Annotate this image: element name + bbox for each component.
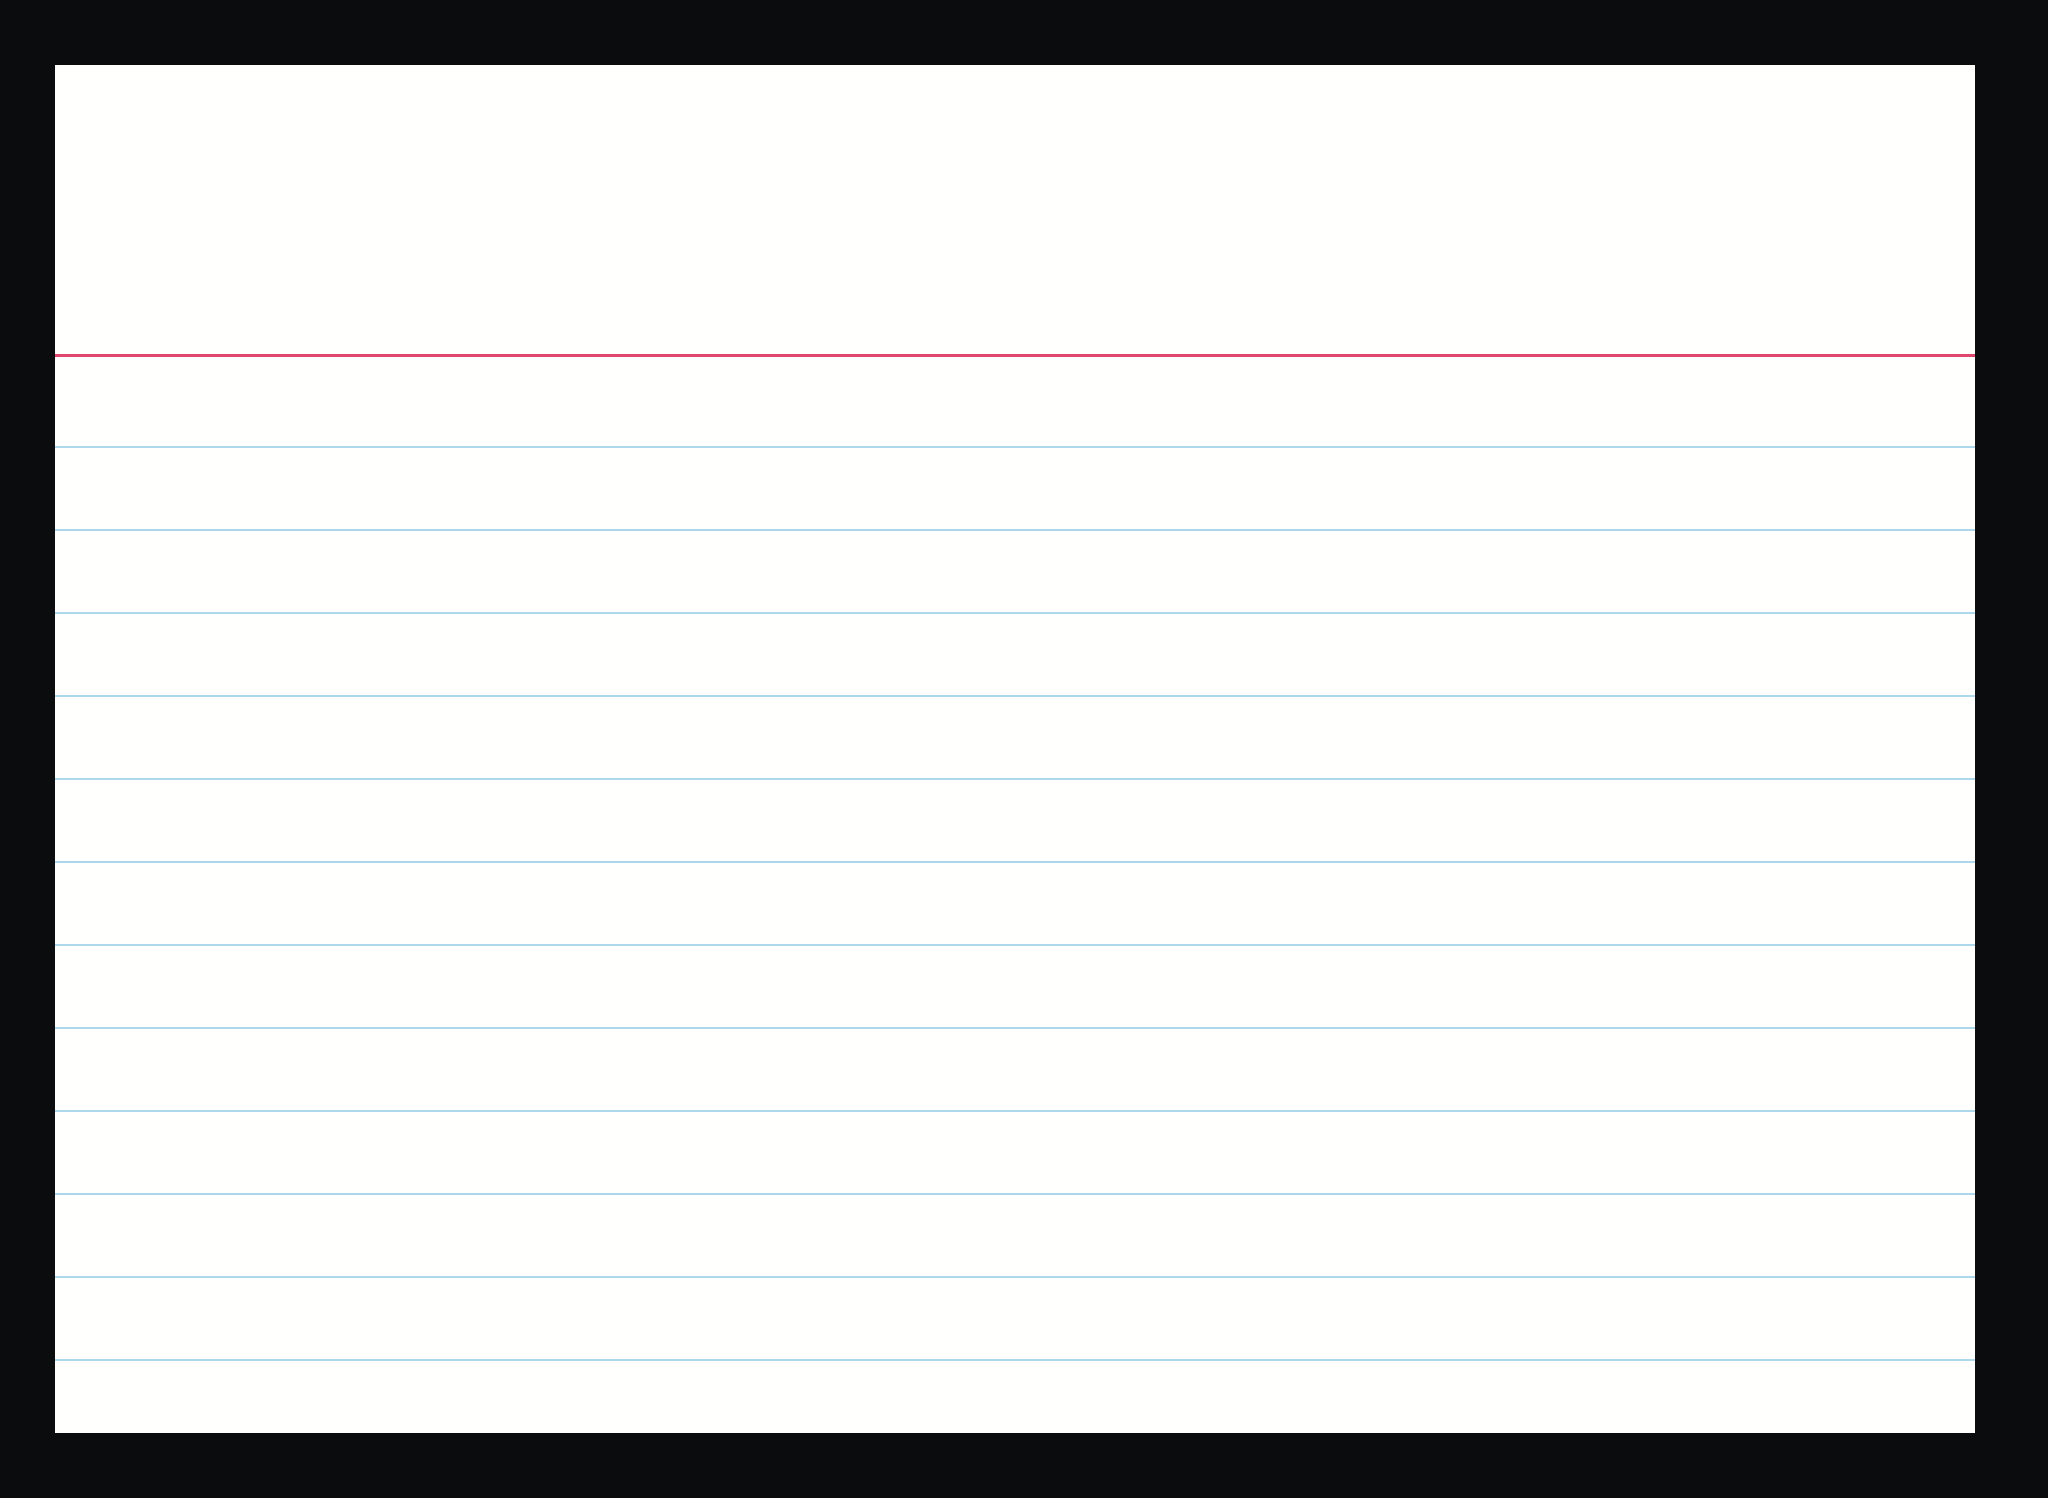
ruled-line <box>55 861 1975 863</box>
index-card <box>55 65 1975 1433</box>
ruled-line <box>55 1193 1975 1195</box>
ruled-line <box>55 1276 1975 1278</box>
ruled-line <box>55 695 1975 697</box>
ruled-line <box>55 529 1975 531</box>
ruled-line <box>55 1359 1975 1361</box>
ruled-line <box>55 1110 1975 1112</box>
ruled-line <box>55 612 1975 614</box>
header-rule-line <box>55 354 1975 357</box>
ruled-line <box>55 944 1975 946</box>
ruled-line <box>55 446 1975 448</box>
ruled-line <box>55 1027 1975 1029</box>
ruled-line <box>55 778 1975 780</box>
